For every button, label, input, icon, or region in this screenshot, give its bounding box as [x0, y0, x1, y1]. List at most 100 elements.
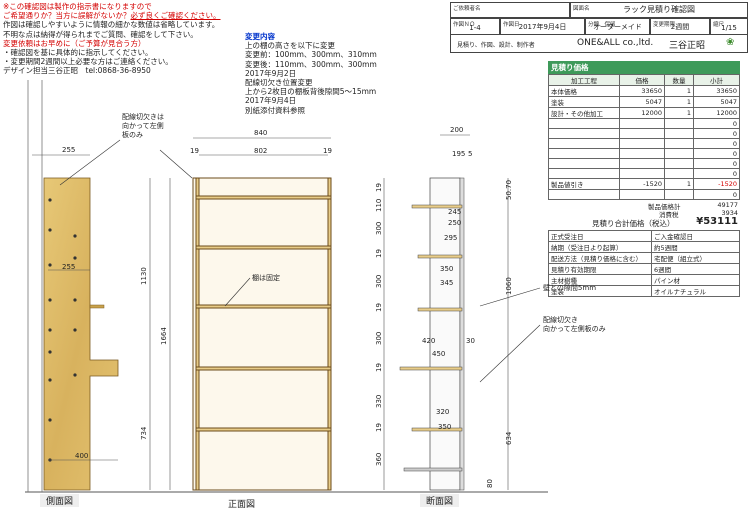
dim-label: 295	[444, 234, 458, 242]
notice-line-3: 作図は確認しやすいように情報の細かな数値は省略しています。	[3, 20, 220, 30]
sakuzu-no-cell: 作図ＮＯ 1-4	[450, 18, 500, 35]
dim-label: 320	[436, 408, 450, 416]
dim-label: 195	[452, 150, 466, 158]
table-row: 0	[548, 189, 740, 200]
dim-label: 80	[486, 479, 494, 488]
estimate-title: 見積り価格	[548, 61, 740, 74]
period: 2週間	[670, 23, 690, 31]
category-label: 分類、保留	[588, 22, 616, 28]
sakuzu-no-label: 作図ＮＯ	[453, 22, 476, 28]
dim-label: 300	[375, 331, 383, 345]
view-label-front: 正面図	[228, 500, 256, 510]
dim-label: 110	[375, 198, 383, 212]
dim-label: 19	[323, 147, 332, 155]
product-price-label: 製品価格計	[648, 203, 681, 211]
dim-label: 350	[438, 423, 452, 431]
change-line: 2017年9月4日	[245, 96, 297, 106]
designer-name: 三谷正昭	[669, 41, 706, 51]
sakuzu-no: 1-4	[469, 24, 481, 32]
callout-fixed-shelf: 棚は固定	[252, 274, 280, 282]
notice-line-5: 変更依頼はお早めに（ご予算が見合う方）	[3, 38, 146, 48]
dim-label: 1130	[140, 267, 148, 285]
change-notes-title: 変更内容	[245, 32, 275, 41]
estimate-totals: 製品価格計 49177 消費税 3934 見積り合計価格（税込） ¥53111	[548, 200, 740, 230]
drawing-name-cell: 図面名 ラック見積り確認図	[570, 2, 748, 18]
logo-icon: ❀	[726, 37, 735, 48]
notice-line-4: 不明な点は納得が得られまでご質問、確認をして下さい。	[3, 29, 198, 39]
dim-label: 19	[190, 147, 199, 155]
callout-wall-gap: 壁との隙間5mm	[543, 284, 597, 292]
dim-label: 19	[375, 303, 383, 312]
dim-label: 840	[254, 129, 268, 137]
company-line-label: 見積り、作図、設計、制作者	[457, 42, 535, 49]
change-line: 2017年9月2日	[245, 68, 297, 78]
scale: 1/15	[721, 24, 737, 32]
dim-label: 30	[466, 337, 475, 345]
change-line: 別紙添付資料参照	[245, 105, 305, 115]
side-panel	[43, 177, 119, 491]
company-name: ONE&ALL co.,ltd.	[577, 38, 654, 48]
dim-label: 255	[62, 263, 76, 271]
notice-line-7: ・変更期間2週間以上必要な方はご連絡ください。	[3, 57, 173, 67]
dim-label: 245	[448, 208, 462, 216]
dim-label: 19	[375, 363, 383, 372]
dim-label: 345	[440, 279, 454, 287]
period-label: 変更期限	[653, 22, 676, 28]
info-table: 正式受注日ご入金確認日 納期（受注日より起算）約5週間 配送方法（見積り価格に含…	[548, 230, 740, 297]
dim-label: 19	[375, 423, 383, 432]
change-notes: 変更内容 上の棚の高さを以下に変更 変更前：100mm、300mm、310mm …	[245, 32, 377, 115]
callout-wiring-2: 配線切欠き 向かって左側板のみ	[543, 316, 606, 333]
scale-cell: 縮尺 1/15	[710, 18, 748, 35]
dim-label: 450	[432, 350, 446, 358]
change-line: 変更後：110mm、300mm、300mm	[245, 59, 377, 69]
scale-label: 縮尺	[713, 22, 725, 28]
table-row: 塗装オイルナチュラル	[548, 285, 740, 297]
change-line: 上の棚の高さを以下に変更	[245, 41, 335, 51]
change-line: 上から2枚目の棚板背後隙間5～15mm	[245, 87, 377, 97]
sakuzu-date-cell: 作図日 2017年9月4日	[500, 18, 585, 35]
dim-label: 420	[422, 337, 436, 345]
dim-label: 300	[375, 221, 383, 235]
dim-label: 360	[375, 452, 383, 466]
sakuzu-date-label: 作図日	[503, 22, 520, 28]
change-line: 変更前：100mm、300mm、310mm	[245, 50, 377, 60]
dim-label: 200	[450, 126, 464, 134]
dim-label: 350	[440, 265, 454, 273]
dim-label: 802	[254, 147, 268, 155]
dim-label: 255	[62, 146, 76, 154]
category: オーダーメイド	[593, 23, 642, 31]
total-price: ¥53111	[696, 216, 738, 227]
view-label-side: 側面図	[40, 494, 80, 507]
product-price: 49177	[717, 201, 738, 209]
period-cell: 変更期限 2週間	[650, 18, 710, 35]
total-label: 見積り合計価格（税込）	[592, 219, 675, 228]
notice-line-2b: 必ず良くご確認ください。	[130, 11, 221, 21]
notice-line-8: デザイン担当三谷正昭 tel:0868-36-8950	[3, 66, 151, 76]
dim-label: 250	[448, 219, 462, 227]
dim-label: 330	[375, 394, 383, 408]
dim-label: 634	[505, 431, 513, 445]
dim-label: 1664	[160, 327, 168, 345]
section-view	[399, 177, 465, 491]
drawing-label: 図面名	[573, 6, 590, 12]
dim-label: 1060	[505, 277, 513, 295]
dim-label: 300	[375, 274, 383, 288]
view-label-section: 断面図	[420, 494, 460, 507]
sakuzu-date: 2017年9月4日	[518, 23, 567, 31]
dim-label: 400	[75, 452, 89, 460]
tax-label: 消費税	[659, 211, 679, 219]
dim-label: 50.70	[505, 179, 513, 200]
customer-label: ご依頼者名	[453, 6, 481, 12]
dim-label: 19	[375, 249, 383, 258]
category-cell: 分類、保留 オーダーメイド	[585, 18, 650, 35]
notice-line-2a: ご希望通りか？当方に誤解がないか？	[3, 11, 131, 21]
dim-label: 19	[375, 183, 383, 192]
notice-line-6: ・確認図を基に具体的に指示してください。	[3, 48, 153, 58]
notice-block: ※この確認図は製作の指示書になりますので ご希望通りか？当方に誤解がないか？必ず…	[3, 2, 221, 76]
dim-label: 734	[140, 426, 148, 440]
